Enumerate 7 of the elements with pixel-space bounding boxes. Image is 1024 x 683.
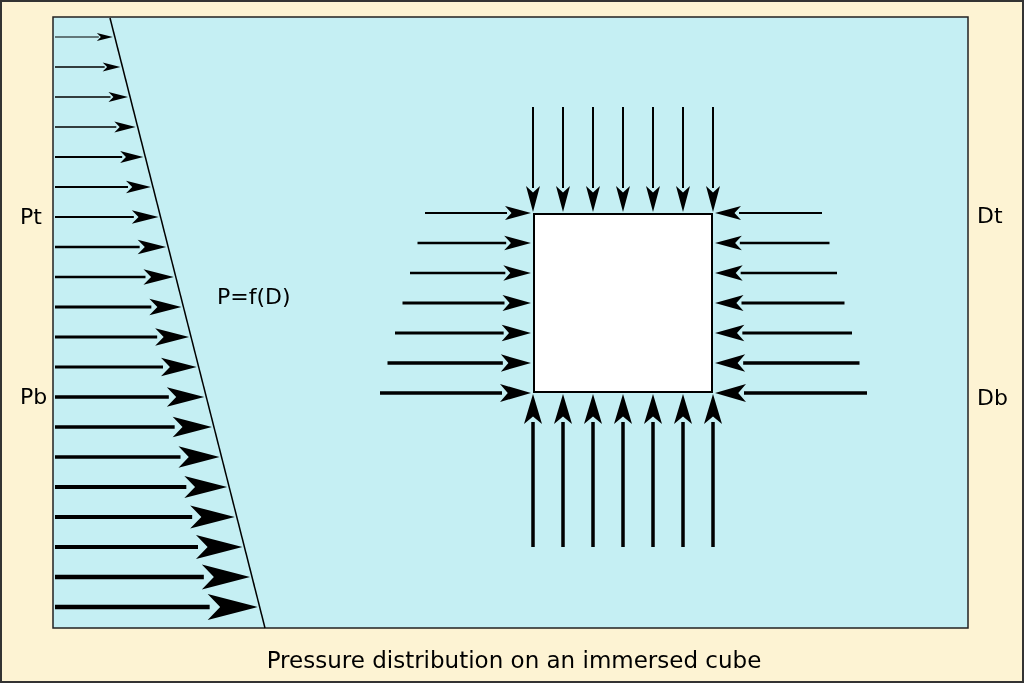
pressure-label: Pt [20, 206, 42, 228]
depth-label: Dt [977, 205, 1003, 227]
depth-label: Db [977, 387, 1008, 409]
pressure-label: Pb [20, 386, 48, 408]
immersed-cube [533, 213, 713, 393]
formula-label: P=f(D) [217, 286, 291, 308]
caption: Pressure distribution on an immersed cube [266, 647, 762, 673]
